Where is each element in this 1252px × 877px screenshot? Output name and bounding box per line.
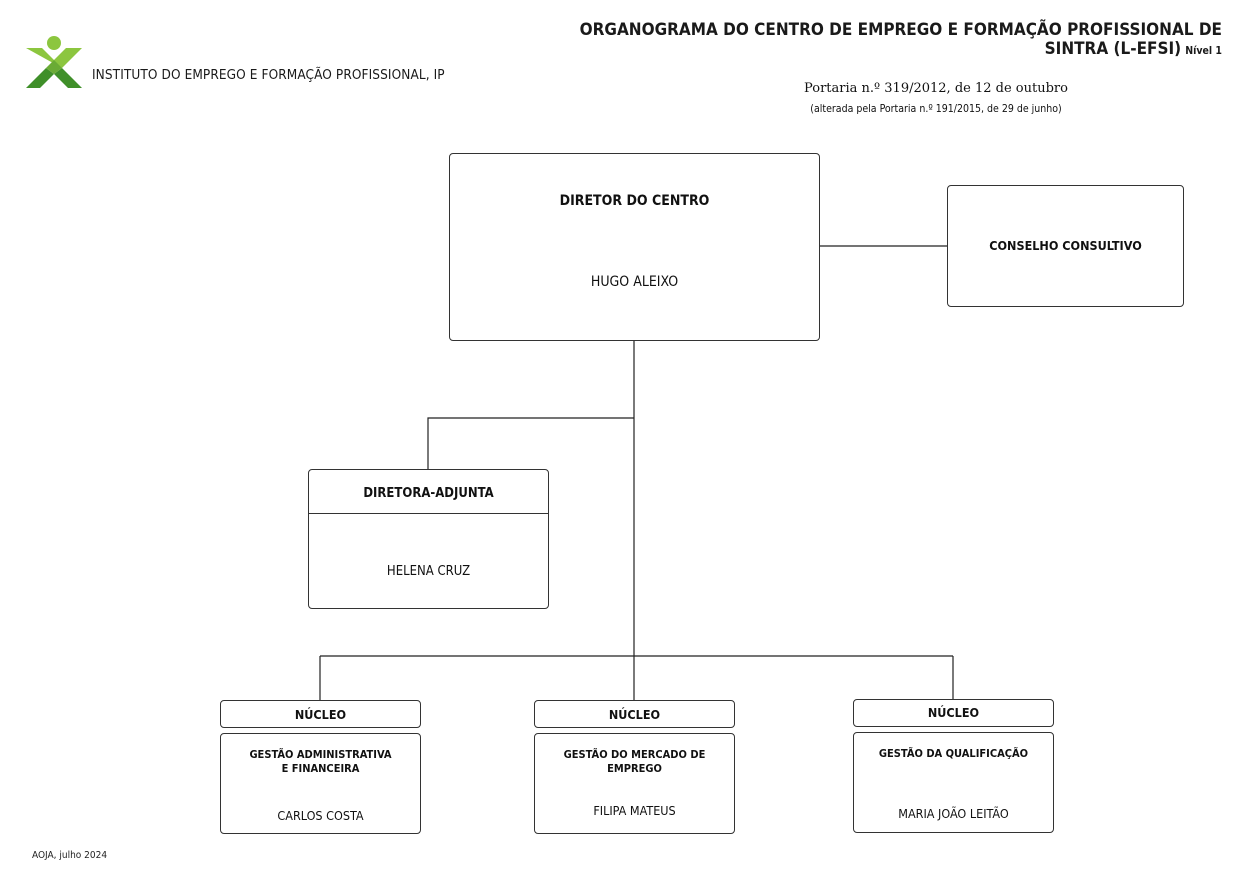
iefp-logo-icon bbox=[22, 34, 86, 90]
nucleo-2-name: FILIPA MATEUS bbox=[593, 803, 676, 818]
nucleo-2-head-label: NÚCLEO bbox=[608, 707, 661, 722]
adjunta-divider bbox=[309, 513, 548, 514]
adjunta-box: DIRETORA-ADJUNTA HELENA CRUZ bbox=[308, 469, 549, 609]
connector-adjunta bbox=[427, 417, 634, 469]
nucleo-2-box: GESTÃO DO MERCADO DE EMPREGO FILIPA MATE… bbox=[534, 733, 735, 834]
adjunta-label: DIRETORA-ADJUNTA bbox=[363, 486, 494, 501]
nucleo-1-box: GESTÃO ADMINISTRATIVA E FINANCEIRA CARLO… bbox=[220, 733, 421, 834]
nucleo-1-label-line-1: GESTÃO ADMINISTRATIVA bbox=[249, 748, 392, 761]
page-title: ORGANOGRAMA DO CENTRO DE EMPREGO E FORMA… bbox=[560, 21, 1222, 61]
institute-name: INSTITUTO DO EMPREGO E FORMAÇÃO PROFISSI… bbox=[92, 67, 445, 83]
director-name: HUGO ALEIXO bbox=[590, 274, 679, 290]
portaria-text: Portaria n.º 319/2012, de 12 de outubro bbox=[804, 81, 1068, 96]
conselho-label: CONSELHO CONSULTIVO bbox=[989, 238, 1142, 253]
title-line-2-text: SINTRA (L-EFSI) bbox=[1044, 39, 1182, 59]
nucleo-1-label-line-2: E FINANCEIRA bbox=[281, 762, 360, 775]
alterada-text: (alterada pela Portaria n.º 191/2015, de… bbox=[810, 103, 1062, 115]
nucleo-2-head: NÚCLEO bbox=[534, 700, 735, 728]
nucleo-2-label: GESTÃO DO MERCADO DE EMPREGO bbox=[563, 748, 706, 775]
title-line-1: ORGANOGRAMA DO CENTRO DE EMPREGO E FORMA… bbox=[579, 20, 1222, 40]
nucleo-1-head-label: NÚCLEO bbox=[294, 707, 347, 722]
nucleo-3-head: NÚCLEO bbox=[853, 699, 1054, 727]
director-box: DIRETOR DO CENTRO HUGO ALEIXO bbox=[449, 153, 820, 341]
nucleo-1-label: GESTÃO ADMINISTRATIVA E FINANCEIRA bbox=[221, 748, 420, 776]
nucleo-3-head-label: NÚCLEO bbox=[927, 705, 980, 720]
nucleo-3-name: MARIA JOÃO LEITÃO bbox=[898, 806, 1009, 821]
nucleo-3-label: GESTÃO DA QUALIFICAÇÃO bbox=[878, 747, 1029, 760]
footer-text: AOJA, julho 2024 bbox=[32, 850, 108, 861]
nucleo-1-head: NÚCLEO bbox=[220, 700, 421, 728]
level-label: Nível 1 bbox=[1185, 45, 1222, 57]
adjunta-name: HELENA CRUZ bbox=[386, 564, 471, 579]
nucleo-1-name: CARLOS COSTA bbox=[277, 808, 364, 823]
nucleo-3-box: GESTÃO DA QUALIFICAÇÃO MARIA JOÃO LEITÃO bbox=[853, 732, 1054, 833]
director-label: DIRETOR DO CENTRO bbox=[559, 193, 710, 209]
conselho-box: CONSELHO CONSULTIVO bbox=[947, 185, 1184, 307]
title-line-2: SINTRA (L-EFSI)Nível 1 bbox=[560, 40, 1222, 61]
